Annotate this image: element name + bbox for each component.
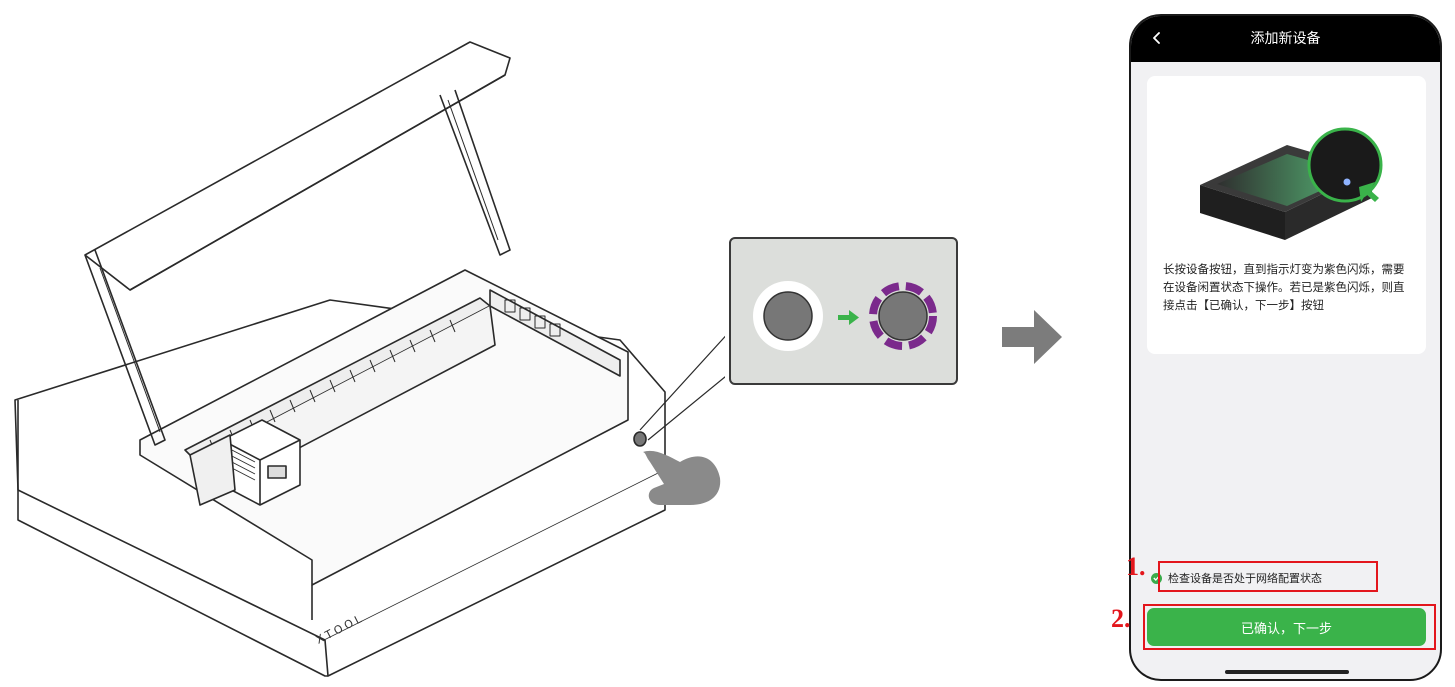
green-arrow-icon (838, 310, 859, 325)
next-step-arrow-icon (1002, 310, 1062, 364)
page-title: 添加新设备 (1250, 31, 1321, 47)
checkbox-label: 检查设备是否处于网络配置状态 (1168, 572, 1322, 585)
device-button-off (763, 291, 813, 341)
press-arrow-icon (1359, 182, 1379, 202)
device-illustration (1200, 127, 1383, 240)
pointing-hand-icon (643, 450, 721, 505)
back-button[interactable] (1145, 26, 1169, 50)
device-button-purple-flash (869, 282, 937, 350)
indicator-zoom-inset (729, 237, 958, 385)
step-number-2: 2. (1111, 604, 1131, 633)
highlight-checkbox (1158, 561, 1378, 592)
phone-screen: 添加新设备 长按设备按钮，直到指示灯变为紫色闪烁，需要在设备闲置状态下操作。若已… (1129, 14, 1442, 681)
chevron-left-icon (1153, 32, 1160, 44)
laser-machine-illustration: XTOOL (14, 41, 725, 677)
home-indicator (1225, 670, 1349, 674)
instruction-card: 长按设备按钮，直到指示灯变为紫色闪烁，需要在设备闲置状态下操作。若已是紫色闪烁，… (1147, 76, 1426, 354)
highlight-confirm-button (1143, 604, 1436, 650)
nav-header: 添加新设备 (1131, 16, 1440, 62)
step-number-1: 1. (1126, 552, 1146, 581)
instruction-text: 长按设备按钮，直到指示灯变为紫色闪烁，需要在设备闲置状态下操作。若已是紫色闪烁，… (1163, 262, 1405, 312)
confirm-next-button[interactable]: 已确认，下一步 (1147, 608, 1426, 646)
